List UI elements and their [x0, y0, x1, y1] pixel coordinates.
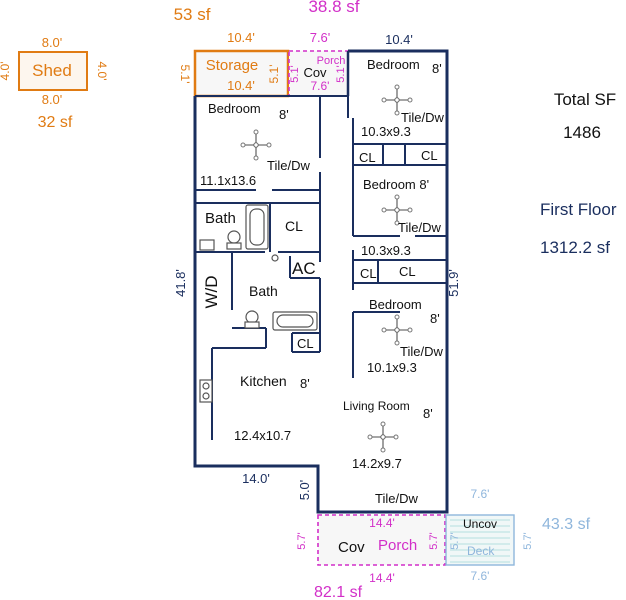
storage-width-top: 10.4' — [227, 30, 255, 45]
bath2-label: Bath — [249, 283, 278, 299]
living-room-ceiling: 8' — [423, 406, 433, 421]
shed-depth-left: 4.0' — [0, 62, 12, 81]
kitchen-ceiling: 8' — [300, 376, 310, 391]
closet-label: CL — [297, 336, 314, 351]
living-room-name: Living Room — [343, 399, 410, 413]
front-porch-depth-right: 5.1' — [335, 65, 347, 82]
rear-porch-width-bottom: 14.4' — [369, 571, 395, 585]
front-porch-width-top: 7.6' — [310, 30, 331, 45]
bedroom4-name: Bedroom — [369, 297, 422, 312]
bedroom4-ceiling: 8' — [430, 311, 440, 326]
bedroom3-floor: Tile/Dw — [398, 220, 441, 235]
bath1-label: Bath — [205, 210, 236, 227]
interior-walls — [195, 96, 447, 440]
front-porch-width-inner: 7.6' — [311, 79, 330, 93]
kitchen-name: Kitchen — [240, 373, 287, 389]
closet-label: CL — [360, 266, 377, 281]
rear-porch-area: 82.1 sf — [314, 584, 363, 600]
storage-area: 53 sf — [174, 5, 211, 24]
storage-width-inner: 10.4' — [227, 78, 255, 93]
bedroom1-name: Bedroom — [208, 101, 261, 116]
house-depth-right: 51.9' — [446, 269, 461, 297]
total-sf-label: Total SF — [554, 90, 616, 109]
closet-label: CL — [359, 150, 376, 165]
shed-outline — [18, 51, 88, 91]
living-room-size: 14.2x9.7 — [352, 456, 402, 471]
rear-porch-outline — [317, 514, 446, 566]
shed-width-top: 8.0' — [42, 35, 63, 50]
shed-width-bottom: 8.0' — [42, 92, 63, 107]
deck-area: 43.3 sf — [542, 516, 591, 533]
bedroom4-size: 10.1x9.3 — [367, 360, 417, 375]
shed-area: 32 sf — [38, 114, 73, 131]
bedroom3-name: Bedroom 8' — [363, 177, 429, 192]
deck-width-bottom: 7.6' — [471, 569, 490, 583]
floor-label: First Floor — [540, 200, 617, 219]
house-width-top: 10.4' — [385, 32, 413, 47]
deck-hatch — [450, 519, 510, 563]
deck-label: Deck — [467, 544, 495, 558]
rear-porch-depth-right: 5.7' — [428, 532, 440, 549]
house-width-bottom-left: 14.0' — [242, 471, 270, 486]
bedroom2-name: Bedroom — [367, 57, 420, 72]
closet-label: CL — [285, 218, 303, 234]
deck-width-top: 7.6' — [471, 487, 490, 501]
bedroom2-floor: Tile/Dw — [401, 110, 444, 125]
deck-depth-left: 5.7' — [449, 532, 461, 549]
rear-porch-width-top: 14.4' — [369, 516, 395, 530]
rear-porch-label: Porch — [378, 537, 417, 554]
ceiling-fan-icon — [367, 421, 399, 453]
storage-label: Storage — [206, 57, 259, 74]
kitchen-size: 12.4x10.7 — [234, 428, 291, 443]
ceiling-fan-icon — [381, 314, 413, 346]
closet-label: CL — [399, 264, 416, 279]
bedroom4-floor: Tile/Dw — [400, 344, 443, 359]
bedroom1-ceiling: 8' — [279, 107, 289, 122]
bedroom1-size: 11.1x13.6 — [200, 173, 256, 188]
bedroom3-size: 10.3x9.3 — [361, 243, 411, 258]
rear-porch-cov: Cov — [338, 539, 365, 556]
ceiling-fan-icon — [240, 129, 272, 161]
bedroom2-ceiling: 8' — [432, 61, 442, 76]
total-sf-value: 1486 — [563, 123, 601, 142]
shed-label: Shed — [32, 61, 72, 80]
living-room-floor: Tile/Dw — [375, 491, 418, 506]
floor-area: 1312.2 sf — [540, 238, 610, 257]
front-porch-area: 38.8 sf — [308, 0, 359, 16]
house-exterior-wall — [193, 49, 449, 514]
storage-depth-left: 5.1' — [178, 65, 192, 84]
ac-label: AC — [292, 259, 316, 278]
bedroom2-size: 10.3x9.3 — [361, 124, 411, 139]
deck-outline — [445, 514, 515, 566]
front-porch-label: Porch — [317, 55, 346, 67]
front-porch-depth-left: 5.1' — [289, 65, 301, 82]
storage-depth-right: 5.1' — [267, 65, 281, 84]
house-notch-depth: 5.0' — [297, 480, 312, 501]
closet-label: CL — [421, 148, 438, 163]
bedroom1-floor: Tile/Dw — [267, 158, 310, 173]
fixtures — [199, 204, 318, 403]
house-depth-left: 41.8' — [173, 269, 188, 297]
washer-dryer-label: W/D — [202, 275, 221, 308]
shed-depth-right: 4.0' — [95, 62, 109, 81]
front-porch-cov: Cov — [303, 65, 327, 80]
rear-porch-depth-left: 5.7' — [296, 532, 308, 549]
deck-uncov-label: Uncov — [463, 517, 497, 531]
deck-depth-right: 5.7' — [522, 532, 534, 549]
